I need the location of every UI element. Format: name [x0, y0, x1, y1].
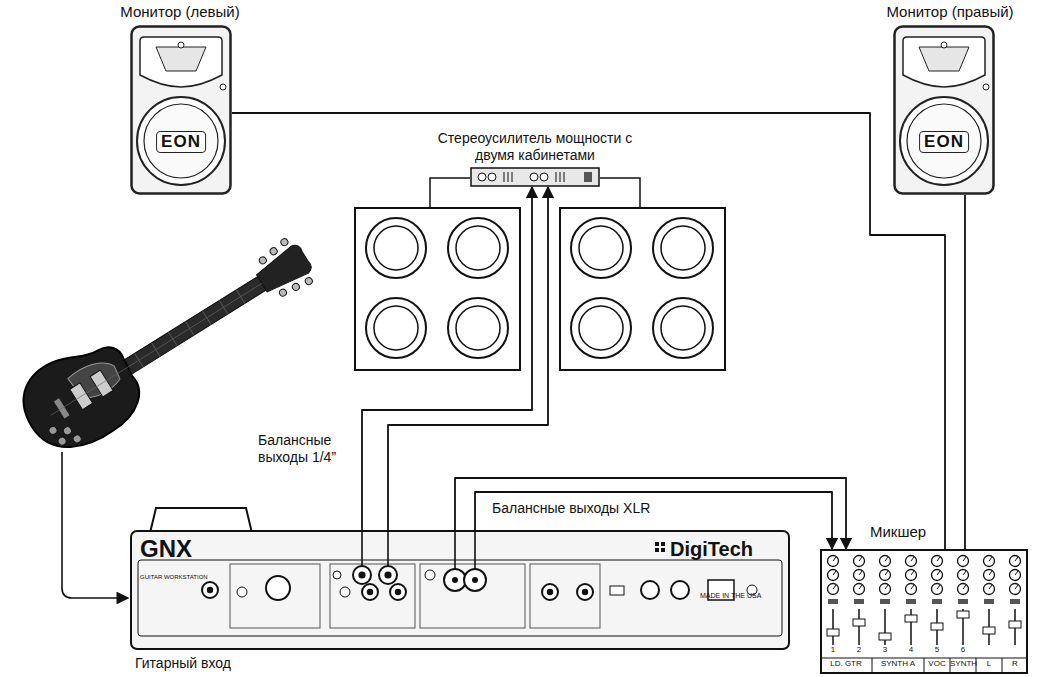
channel-label: LD. GTR	[820, 659, 872, 669]
monitor-speaker-body: EON	[130, 25, 232, 195]
power-amplifier-drawing	[470, 167, 600, 187]
signal-cable	[964, 195, 966, 549]
monitor-speaker: Монитор (левый) EON	[100, 2, 260, 195]
power-amplifier-body	[470, 167, 600, 187]
panel-text: GUITAR WORKSTATION	[140, 574, 208, 581]
channel-label: SYNTH A	[872, 659, 924, 669]
brand-logo: EON	[919, 131, 969, 153]
power-amplifier: Стереоусилитель мощности с двумя кабинет…	[430, 130, 640, 187]
mixer-drawing	[820, 549, 1028, 674]
signal-cable	[232, 113, 945, 549]
output-label: Балансные выходы XLR	[492, 500, 650, 517]
monitor-speaker-drawing	[130, 25, 232, 195]
mixer: Микшер	[818, 518, 1030, 674]
guitar-workstation-body: GNX DigiTech	[130, 530, 790, 650]
input-label: Гитарный вход	[135, 655, 231, 672]
node-heading: Монитор (правый)	[870, 2, 1030, 22]
channel-label: R	[1002, 659, 1028, 669]
monitor-speaker: Монитор (правый) EON	[870, 2, 1030, 195]
speaker-cabinet	[355, 208, 520, 370]
expression-pedal	[150, 508, 252, 533]
channel-number: 1	[827, 645, 839, 655]
brand-logo: EON	[156, 131, 206, 153]
output-label: Балансные выходы 1/4”	[258, 432, 358, 466]
node-heading: Микшер	[870, 518, 1030, 546]
channel-number: 5	[931, 645, 943, 655]
channel-number: 3	[879, 645, 891, 655]
channel-label: SYNTH	[950, 659, 976, 669]
guitar-workstation: GNX DigiTech	[130, 530, 790, 650]
channel-label: L	[976, 659, 1002, 669]
monitor-speaker-drawing	[893, 25, 995, 195]
channel-number: 2	[853, 645, 865, 655]
node-heading: Стереоусилитель мощности с двумя кабинет…	[430, 130, 640, 164]
channel-number: 6	[957, 645, 969, 655]
channel-label: VOC	[924, 659, 950, 669]
speaker-cabinet	[560, 208, 725, 370]
guitar	[8, 218, 330, 466]
channel-number: 4	[905, 645, 917, 655]
node-heading: Монитор (левый)	[100, 2, 260, 22]
model-name: GNX	[140, 536, 192, 562]
monitor-speaker-body: EON	[893, 25, 995, 195]
panel-text: MADE IN THE USA	[700, 592, 761, 600]
guitar-cable	[62, 452, 128, 598]
mixer-body	[820, 549, 1028, 674]
brand-name: DigiTech	[670, 538, 753, 560]
